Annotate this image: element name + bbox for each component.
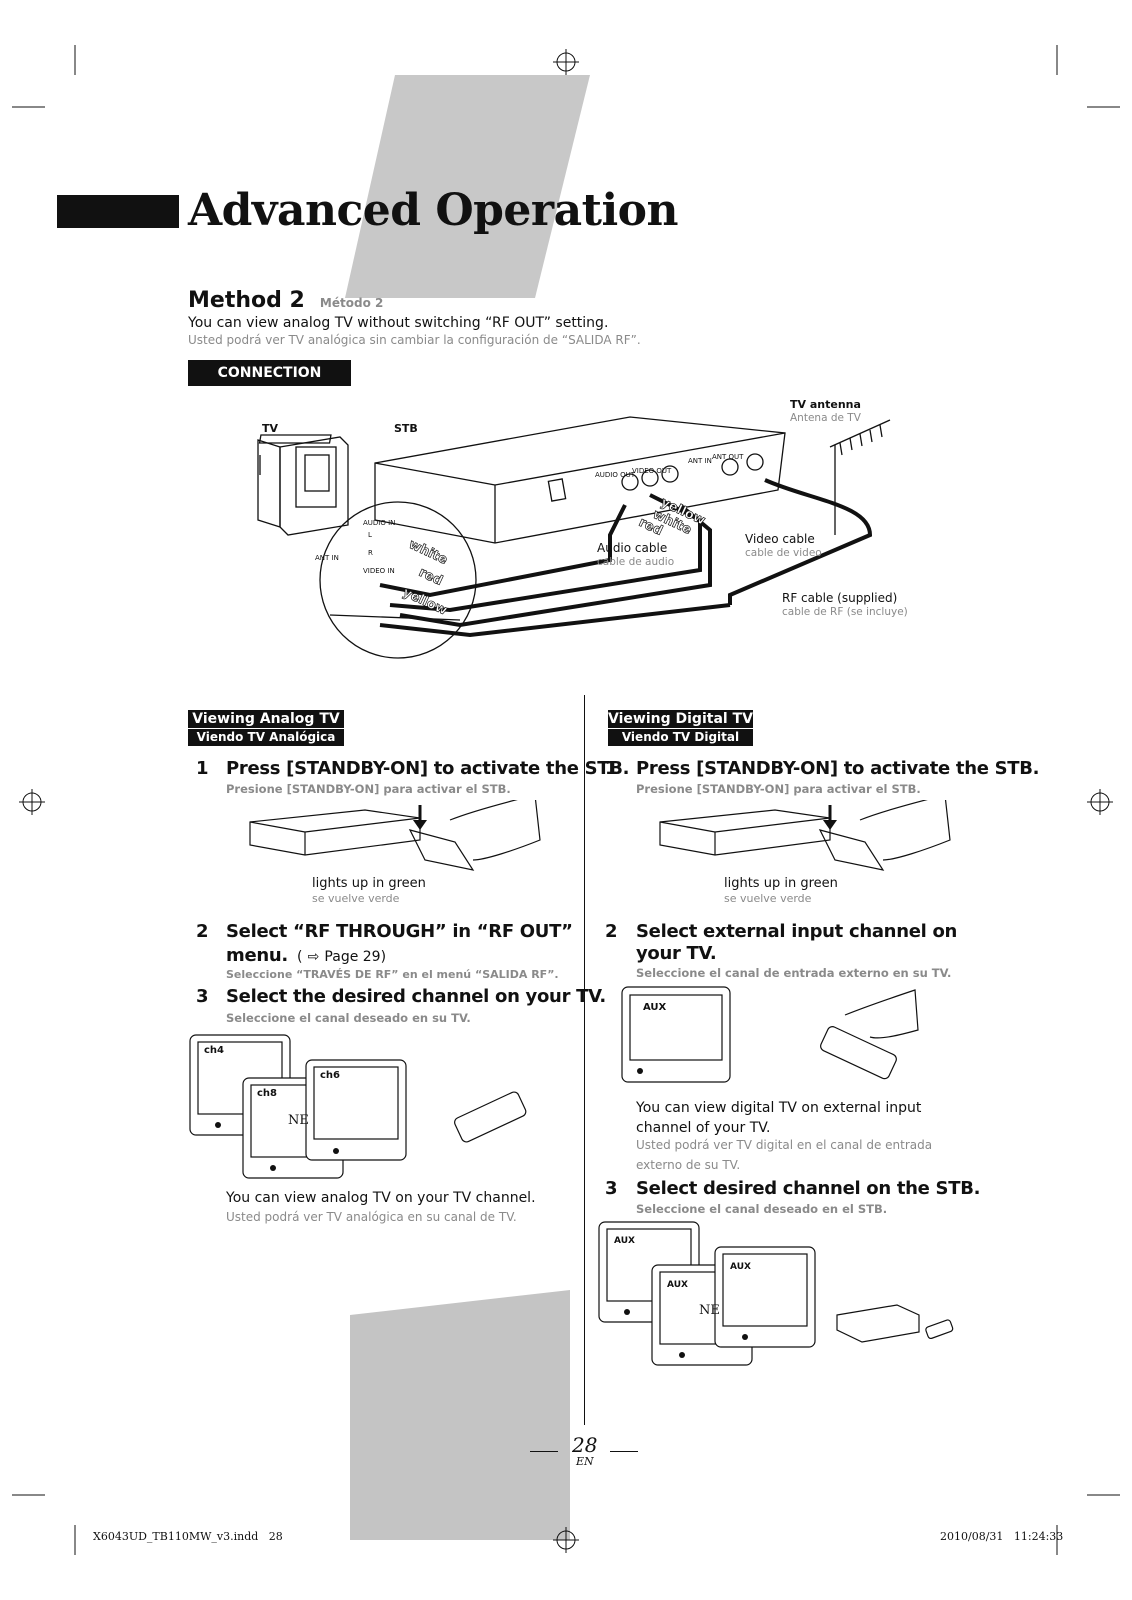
title-bar: [57, 195, 179, 228]
antenna-label-es: Antena de TV: [790, 412, 861, 424]
analog-ch-b: ch8: [257, 1088, 278, 1099]
analog-lights-label: lights up in green: [312, 876, 426, 891]
digital-aux-c: AUX: [730, 1262, 751, 1272]
analog-step2-number: 2: [196, 921, 209, 942]
digital-step3-number: 3: [605, 1178, 618, 1199]
antenna-label: TV antenna: [790, 398, 861, 411]
digital-aux-label: AUX: [643, 1002, 667, 1013]
jack-l: L: [368, 531, 372, 539]
analog-step2-es: Seleccione “TRAVÉS DE RF” en el menú “SA…: [226, 968, 559, 981]
analog-step3-es: Seleccione el canal deseado en su TV.: [226, 1011, 471, 1025]
analog-step1-number: 1: [196, 758, 209, 779]
analog-ch-c: ch6: [320, 1070, 341, 1081]
page-language: EN: [576, 1455, 594, 1468]
analog-note-es: Usted podrá ver TV analógica en su canal…: [226, 1210, 517, 1224]
page-number-rule-right: [610, 1451, 638, 1452]
digital-step3-heading: Select desired channel on the STB.: [636, 1178, 981, 1199]
analog-step3-number: 3: [196, 986, 209, 1007]
connection-badge: CONNECTION: [188, 360, 351, 386]
video-cable-label: Video cable: [745, 532, 815, 546]
analog-tv-channels-illustration: [189, 1034, 527, 1179]
jack-ant-out: ANT OUT: [712, 453, 744, 461]
tv-illustration: [257, 434, 349, 536]
jack-audio-in: AUDIO IN: [363, 519, 395, 527]
digital-aux-tv-illustration: [621, 986, 919, 1083]
digital-aux-b: AUX: [667, 1280, 688, 1290]
digital-news-text: NE: [699, 1303, 720, 1318]
analog-step2-page-ref: Page 29): [324, 949, 387, 965]
jack-ant-in: ANT IN: [688, 457, 712, 465]
analog-step2-heading-line2: menu. ( ⇨ Page 29): [226, 945, 386, 966]
audio-cable-label: Audio cable: [597, 541, 668, 555]
digital-stb-remote-illustration: [659, 800, 951, 871]
analog-step3-heading: Select the desired channel on your TV.: [226, 986, 606, 1007]
analog-step2-menu: menu.: [226, 945, 288, 966]
analog-badge: Viewing Analog TV Viendo TV Analógica: [188, 710, 344, 746]
method-title-es: Método 2: [319, 296, 384, 310]
jack-ant-in-tv: ANT IN: [315, 554, 339, 562]
stb-label: STB: [394, 422, 418, 435]
method-description: You can view analog TV without switching…: [188, 315, 609, 331]
footer-file: X6043UD_TB110MW_v3.indd 28: [93, 1530, 283, 1543]
jack-video-in: VIDEO IN: [363, 567, 395, 575]
page-number-rule-left: [530, 1451, 558, 1452]
digital-step2-heading-line1: Select external input channel on: [636, 921, 958, 942]
digital-step2-es: Seleccione el canal de entrada externo e…: [636, 966, 952, 980]
digital-note-es-line2: externo de su TV.: [636, 1158, 741, 1172]
analog-step1-es: Presione [STANDBY-ON] para activar el ST…: [226, 782, 511, 796]
jack-r: R: [368, 549, 373, 557]
audio-cable-label-es: cable de audio: [597, 556, 675, 568]
rf-cable-label-es: cable de RF (se incluye): [782, 606, 908, 618]
analog-note: You can view analog TV on your TV channe…: [226, 1190, 536, 1206]
plug-label-white-tv: white: [406, 537, 449, 568]
method-heading: Method 2 Método 2: [188, 288, 383, 313]
analog-news-text: NE: [288, 1113, 309, 1128]
analog-ch-a: ch4: [204, 1045, 225, 1056]
digital-step1-heading: Press [STANDBY-ON] to activate the STB.: [636, 758, 1040, 779]
digital-badge-title: Viewing Digital TV: [608, 711, 753, 727]
tv-label: TV: [262, 422, 279, 435]
digital-lights-label-es: se vuelve verde: [724, 892, 812, 905]
digital-step2-number: 2: [605, 921, 618, 942]
antenna-illustration: [829, 419, 891, 535]
connection-diagram: AUDIO OUT VIDEO OUT ANT IN ANT OUT AUDIO…: [257, 416, 891, 659]
digital-step2-heading-line2: your TV.: [636, 943, 717, 964]
analog-badge-title: Viewing Analog TV: [192, 711, 340, 727]
page-title: Advanced Operation: [188, 185, 679, 236]
page-number: 28: [572, 1433, 598, 1457]
analog-step1-heading: Press [STANDBY-ON] to activate the STB.: [226, 758, 630, 779]
digital-aux-tvs-illustration: [598, 1221, 954, 1366]
footer-timestamp: 2010/08/31 11:24:33: [940, 1530, 1064, 1543]
column-divider: [584, 695, 585, 1425]
analog-step2-heading-line1: Select “RF THROUGH” in “RF OUT”: [226, 921, 573, 942]
digital-note-es-line1: Usted podrá ver TV digital en el canal d…: [636, 1138, 933, 1152]
analog-badge-title-es: Viendo TV Analógica: [188, 728, 344, 745]
digital-badge: Viewing Digital TV Viendo TV Digital: [608, 710, 753, 746]
method-title: Method 2: [188, 288, 305, 313]
jack-audio-out: AUDIO OUT: [595, 471, 636, 479]
digital-step3-es: Seleccione el canal deseado en el STB.: [636, 1202, 888, 1216]
digital-step1-number: 1: [605, 758, 618, 779]
analog-stb-remote-illustration: [249, 800, 541, 871]
plug-label-yellow-tv: yellow: [400, 585, 449, 619]
jack-video-out: VIDEO OUT: [632, 467, 672, 475]
digital-aux-a: AUX: [614, 1236, 635, 1246]
analog-step2-ref-open: (: [297, 949, 303, 965]
arrow-right-icon: ⇨: [307, 949, 320, 965]
digital-note-line1: You can view digital TV on external inpu…: [636, 1100, 922, 1116]
digital-note-line2: channel of your TV.: [636, 1120, 771, 1136]
digital-badge-title-es: Viendo TV Digital: [608, 728, 753, 745]
rf-cable-label: RF cable (supplied): [782, 591, 898, 605]
video-cable-label-es: cable de video: [745, 547, 822, 559]
method-description-es: Usted podrá ver TV analógica sin cambiar…: [188, 333, 641, 347]
plug-label-red-tv: red: [416, 565, 445, 589]
digital-lights-label: lights up in green: [724, 876, 838, 891]
stb-illustration: [374, 416, 786, 544]
analog-lights-label-es: se vuelve verde: [312, 892, 400, 905]
digital-step1-es: Presione [STANDBY-ON] para activar el ST…: [636, 782, 921, 796]
